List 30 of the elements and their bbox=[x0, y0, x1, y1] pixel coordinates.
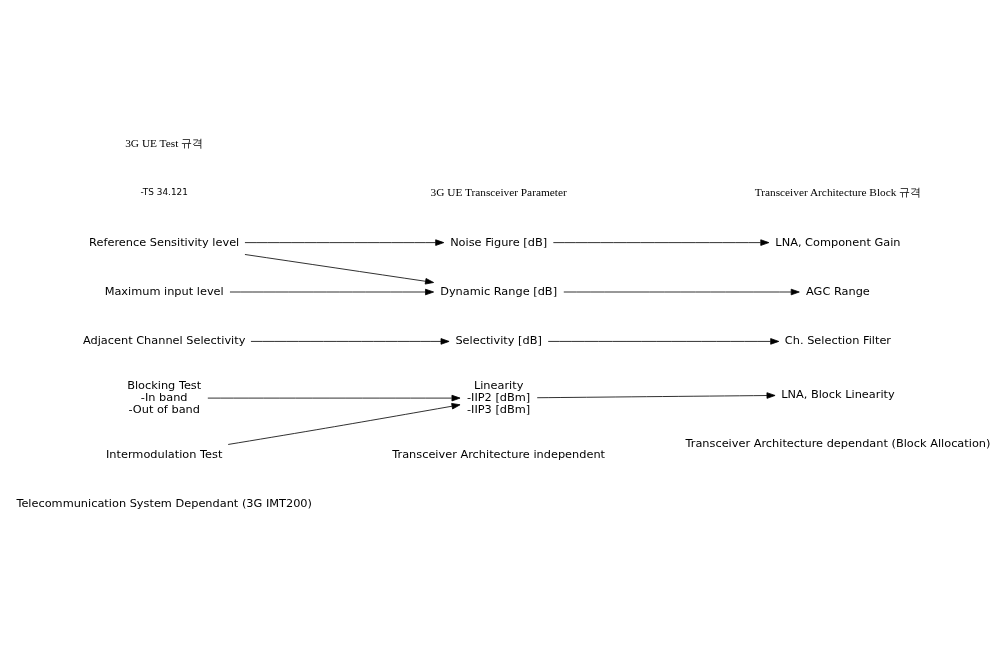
node-text: AGC Range bbox=[806, 283, 870, 298]
arrow bbox=[244, 238, 445, 246]
node-text: Linearity -IIP2 [dBm] -IIP3 [dBm] bbox=[467, 377, 531, 416]
node-text: Reference Sensitivity level bbox=[89, 234, 240, 249]
arrow bbox=[547, 337, 780, 345]
label: Transceiver Architecture Block 규격 bbox=[754, 185, 922, 198]
arrow bbox=[244, 253, 434, 284]
node-text: Intermodulation Test bbox=[105, 446, 223, 461]
node-text: Selectivity [dB] bbox=[455, 332, 542, 347]
arrow bbox=[250, 337, 450, 345]
label: -TS 34.121 bbox=[140, 186, 188, 197]
node-text: Maximum input level bbox=[104, 283, 224, 298]
node-text: Ch. Selection Filter bbox=[784, 332, 892, 347]
label: 3G UE Transceiver Parameter bbox=[430, 185, 567, 198]
node-text: Blocking Test -In band -Out of band bbox=[127, 377, 202, 416]
node-text: LNA, Component Gain bbox=[775, 234, 901, 249]
label: Transceiver Architecture independent bbox=[392, 446, 606, 461]
label: Telecommunication System Dependant (3G IMT200) bbox=[16, 495, 312, 510]
arrow bbox=[563, 288, 800, 295]
label: 3G UE Test 규격 bbox=[125, 136, 204, 149]
label: Transceiver Architecture dependant (Block Allocation) bbox=[685, 435, 991, 450]
node-text: Adjacent Channel Selectivity bbox=[82, 332, 246, 347]
arrow bbox=[229, 288, 434, 295]
node-text: Dynamic Range [dB] bbox=[440, 283, 558, 298]
arrow bbox=[207, 394, 461, 401]
arrow bbox=[227, 402, 461, 445]
arrow bbox=[552, 238, 770, 246]
node-text: Noise Figure [dB] bbox=[450, 234, 548, 249]
arrow bbox=[536, 391, 776, 399]
node-text: LNA, Block Linearity bbox=[781, 386, 895, 401]
